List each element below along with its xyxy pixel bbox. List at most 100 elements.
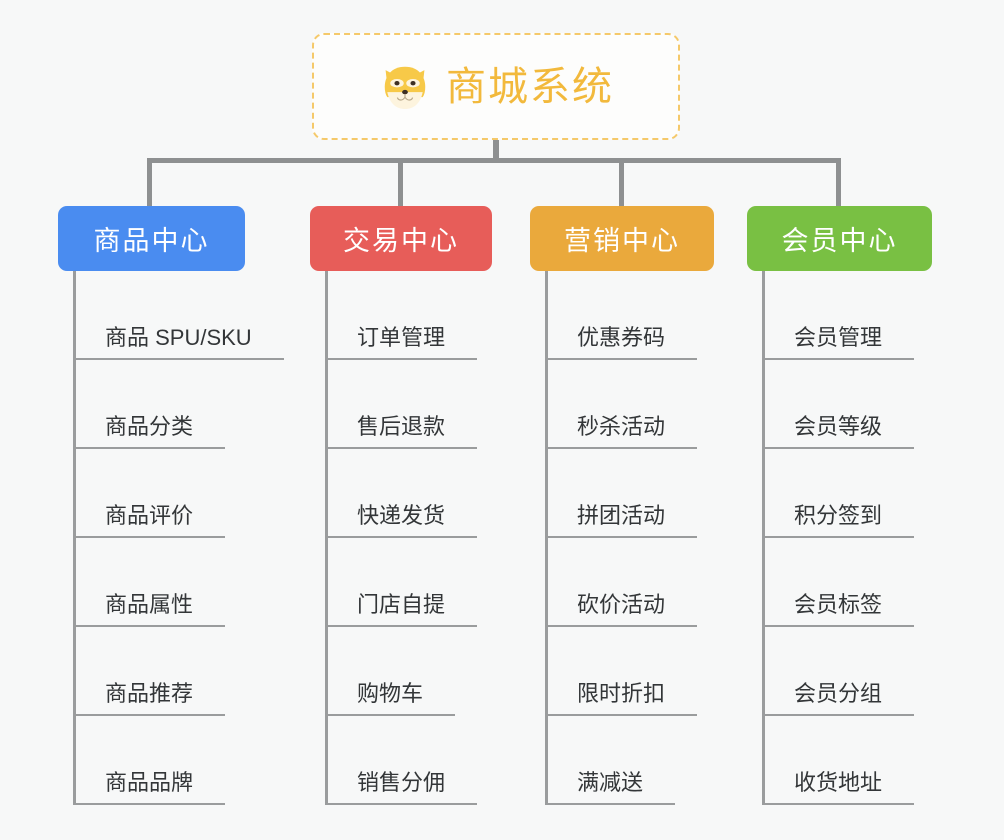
leaf-item-label: 秒杀活动 <box>577 414 666 439</box>
leaf-item-label: 会员管理 <box>794 325 883 350</box>
leaf-item-label: 收货地址 <box>794 770 883 795</box>
branch-items-marketing-center: 优惠券码秒杀活动拼团活动砍价活动限时折扣满减送 <box>530 271 745 805</box>
leaf-item-label: 商品品牌 <box>105 770 194 795</box>
leaf-item-label: 门店自提 <box>357 592 446 617</box>
leaf-item[interactable]: 会员管理 <box>747 271 962 360</box>
root-node-title: 商城系统 <box>446 64 614 109</box>
branch-header-member-center[interactable]: 会员中心 <box>747 206 932 271</box>
leaf-item-underline <box>73 625 225 627</box>
leaf-item-label: 砍价活动 <box>577 592 666 617</box>
leaf-item-underline <box>762 625 914 627</box>
connector-horizontal-bus <box>147 158 841 163</box>
leaf-item-label: 优惠券码 <box>577 325 666 350</box>
branch-product-center: 商品中心商品 SPU/SKU 商品分类商品评价商品属性商品推荐商品品牌 <box>58 206 288 805</box>
leaf-item[interactable]: 收货地址 <box>747 716 962 805</box>
leaf-item[interactable]: 会员分组 <box>747 627 962 716</box>
branch-marketing-center: 营销中心优惠券码秒杀活动拼团活动砍价活动限时折扣满减送 <box>530 206 745 805</box>
branch-header-label: 会员中心 <box>781 226 898 256</box>
branch-member-center: 会员中心会员管理会员等级积分签到会员标签会员分组收货地址 <box>747 206 962 805</box>
branch-header-label: 交易中心 <box>343 226 459 256</box>
leaf-item[interactable]: 商品 SPU/SKU <box>58 271 288 360</box>
branch-spine <box>545 271 548 805</box>
leaf-item-underline <box>545 625 697 627</box>
leaf-item[interactable]: 门店自提 <box>310 538 525 627</box>
leaf-item[interactable]: 商品分类 <box>58 360 288 449</box>
connector-drop-marketing-center <box>619 158 624 208</box>
branch-header-marketing-center[interactable]: 营销中心 <box>530 206 714 271</box>
leaf-item[interactable]: 购物车 <box>310 627 525 716</box>
leaf-item-underline <box>73 358 284 360</box>
leaf-item[interactable]: 秒杀活动 <box>530 360 745 449</box>
leaf-item-underline <box>73 714 225 716</box>
leaf-item-underline <box>762 803 914 805</box>
leaf-item-label: 商品属性 <box>105 592 194 617</box>
leaf-item-label: 商品推荐 <box>105 681 194 706</box>
leaf-item[interactable]: 积分签到 <box>747 449 962 538</box>
branch-items-product-center: 商品 SPU/SKU 商品分类商品评价商品属性商品推荐商品品牌 <box>58 271 288 805</box>
branch-spine <box>325 271 328 805</box>
leaf-item-underline <box>325 714 455 716</box>
leaf-item-label: 会员等级 <box>794 414 883 439</box>
leaf-item-underline <box>545 536 697 538</box>
branch-header-label: 营销中心 <box>564 226 680 256</box>
leaf-item-underline <box>762 714 914 716</box>
branch-header-label: 商品中心 <box>93 226 210 256</box>
leaf-item-underline <box>325 358 477 360</box>
connector-drop-product-center <box>147 158 152 208</box>
leaf-item-label: 订单管理 <box>357 325 446 350</box>
branch-header-trade-center[interactable]: 交易中心 <box>310 206 492 271</box>
leaf-item[interactable]: 会员等级 <box>747 360 962 449</box>
leaf-item-underline <box>73 447 225 449</box>
leaf-item-label: 售后退款 <box>357 414 446 439</box>
leaf-item-underline <box>325 625 477 627</box>
leaf-item[interactable]: 商品属性 <box>58 538 288 627</box>
leaf-item[interactable]: 快递发货 <box>310 449 525 538</box>
leaf-item[interactable]: 砍价活动 <box>530 538 745 627</box>
branch-spine <box>73 271 76 805</box>
leaf-item[interactable]: 商品品牌 <box>58 716 288 805</box>
leaf-item-underline <box>73 803 225 805</box>
leaf-item[interactable]: 优惠券码 <box>530 271 745 360</box>
leaf-item[interactable]: 满减送 <box>530 716 745 805</box>
leaf-item-underline <box>762 447 914 449</box>
leaf-item-underline <box>762 536 914 538</box>
branch-items-trade-center: 订单管理售后退款快递发货门店自提购物车销售分佣 <box>310 271 525 805</box>
leaf-item-label: 会员分组 <box>794 681 883 706</box>
leaf-item-label: 满减送 <box>577 770 644 795</box>
leaf-item-underline <box>325 803 477 805</box>
leaf-item-underline <box>545 803 675 805</box>
leaf-item-label: 积分签到 <box>794 503 883 528</box>
connector-drop-member-center <box>836 158 841 208</box>
connector-root-stem <box>493 140 499 163</box>
leaf-item[interactable]: 会员标签 <box>747 538 962 627</box>
leaf-item-label: 购物车 <box>357 681 424 706</box>
branch-header-product-center[interactable]: 商品中心 <box>58 206 245 271</box>
leaf-item[interactable]: 商品评价 <box>58 449 288 538</box>
connector-drop-trade-center <box>398 158 403 208</box>
leaf-item[interactable]: 商品推荐 <box>58 627 288 716</box>
leaf-item[interactable]: 销售分佣 <box>310 716 525 805</box>
leaf-item-underline <box>73 536 225 538</box>
leaf-item[interactable]: 订单管理 <box>310 271 525 360</box>
leaf-item-label: 商品 SPU/SKU <box>105 325 252 350</box>
leaf-item-underline <box>545 447 697 449</box>
leaf-item-label: 销售分佣 <box>357 770 446 795</box>
leaf-item-label: 商品分类 <box>105 414 194 439</box>
leaf-item-underline <box>325 536 477 538</box>
leaf-item-label: 拼团活动 <box>577 503 666 528</box>
leaf-item-underline <box>762 358 914 360</box>
leaf-item-underline <box>545 358 697 360</box>
leaf-item-label: 会员标签 <box>794 592 883 617</box>
leaf-item-underline <box>545 714 697 716</box>
branch-items-member-center: 会员管理会员等级积分签到会员标签会员分组收货地址 <box>747 271 962 805</box>
leaf-item-label: 商品评价 <box>105 503 194 528</box>
root-node-shop-system[interactable]: 商城系统 <box>312 33 680 140</box>
branch-spine <box>762 271 765 805</box>
leaf-item-underline <box>325 447 477 449</box>
leaf-item[interactable]: 拼团活动 <box>530 449 745 538</box>
leaf-item[interactable]: 售后退款 <box>310 360 525 449</box>
leaf-item-label: 快递发货 <box>357 503 446 528</box>
leaf-item[interactable]: 限时折扣 <box>530 627 745 716</box>
branch-trade-center: 交易中心订单管理售后退款快递发货门店自提购物车销售分佣 <box>310 206 525 805</box>
